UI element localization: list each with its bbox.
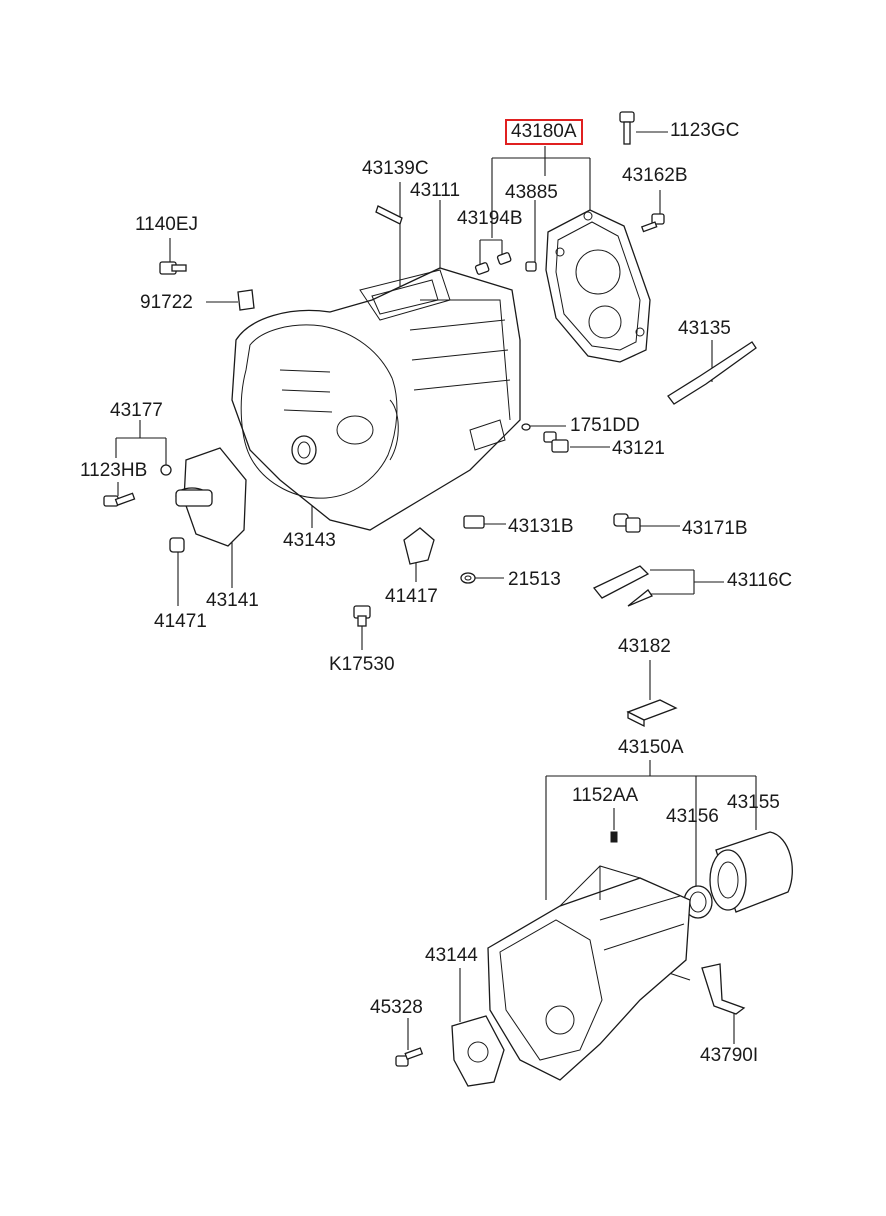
- clip-43131B: [463, 515, 485, 529]
- gasket-43144: [451, 1015, 505, 1087]
- seal-43143: [291, 435, 317, 465]
- part-label-43139C[interactable]: 43139C: [362, 158, 429, 179]
- bracket-43790I: [701, 963, 746, 1015]
- part-label-43162B[interactable]: 43162B: [622, 165, 688, 186]
- bolt-43121: [543, 431, 569, 453]
- cover-43155: [709, 831, 793, 913]
- plug-43171B: [613, 513, 641, 533]
- breather-43139C: [375, 205, 403, 225]
- part-label-21513[interactable]: 21513: [508, 569, 561, 590]
- bolt-1140EJ: [159, 261, 187, 275]
- part-label-43790I[interactable]: 43790I: [700, 1045, 759, 1066]
- bracket-91722: [237, 289, 255, 311]
- part-label-43155[interactable]: 43155: [727, 792, 780, 813]
- part-label-43143[interactable]: 43143: [283, 530, 336, 551]
- part-label-43182[interactable]: 43182: [618, 636, 671, 657]
- part-label-43135[interactable]: 43135: [678, 318, 731, 339]
- part-label-43150A[interactable]: 43150A: [618, 737, 684, 758]
- main-case-43111: [231, 267, 521, 531]
- part-label-43180A[interactable]: 43180A: [505, 119, 583, 145]
- dowel-pins-43194B: [474, 252, 537, 275]
- part-label-91722[interactable]: 91722: [140, 292, 193, 313]
- extension-housing-43150A: [487, 865, 691, 1081]
- guide-43135: [667, 341, 757, 405]
- pin-1152AA: [610, 831, 618, 843]
- shim-43182: [626, 699, 678, 728]
- sealant-43116C: [592, 565, 653, 607]
- part-label-43141[interactable]: 43141: [206, 590, 259, 611]
- part-label-45328[interactable]: 45328: [370, 997, 423, 1018]
- retainer-43177: [160, 447, 247, 547]
- part-label-1152AA[interactable]: 1152AA: [572, 785, 639, 806]
- part-label-43885[interactable]: 43885: [505, 182, 558, 203]
- part-label-1123HB[interactable]: 1123HB: [80, 460, 148, 481]
- part-label-43121[interactable]: 43121: [612, 438, 665, 459]
- part-label-43116C[interactable]: 43116C: [727, 570, 793, 591]
- part-label-41471[interactable]: 41471: [154, 611, 207, 632]
- plug-K17530: [353, 605, 371, 627]
- part-label-43177[interactable]: 43177: [110, 400, 163, 421]
- oring-1751DD: [521, 423, 531, 431]
- bolt-1123HB: [103, 492, 136, 507]
- washer-21513: [460, 572, 476, 584]
- part-label-43194B[interactable]: 43194B: [457, 208, 523, 229]
- part-label-1751DD[interactable]: 1751DD: [570, 415, 640, 436]
- plug-41471: [169, 537, 185, 553]
- part-label-43156[interactable]: 43156: [666, 806, 719, 827]
- part-label-K17530[interactable]: K17530: [329, 654, 395, 675]
- extension-plate-43180A: [545, 209, 651, 363]
- part-label-41417[interactable]: 41417: [385, 586, 438, 607]
- part-label-43131B[interactable]: 43131B: [508, 516, 574, 537]
- bolt-1123GC: [619, 111, 635, 145]
- part-label-43111[interactable]: 43111: [410, 180, 461, 201]
- part-label-1123GC[interactable]: 1123GC: [670, 120, 740, 141]
- bolt-43162B: [640, 213, 665, 233]
- part-label-1140EJ[interactable]: 1140EJ: [135, 214, 199, 235]
- part-label-43144[interactable]: 43144: [425, 945, 478, 966]
- bolt-45328: [395, 1047, 424, 1067]
- part-label-43171B[interactable]: 43171B: [682, 518, 748, 539]
- cap-41417: [403, 527, 435, 565]
